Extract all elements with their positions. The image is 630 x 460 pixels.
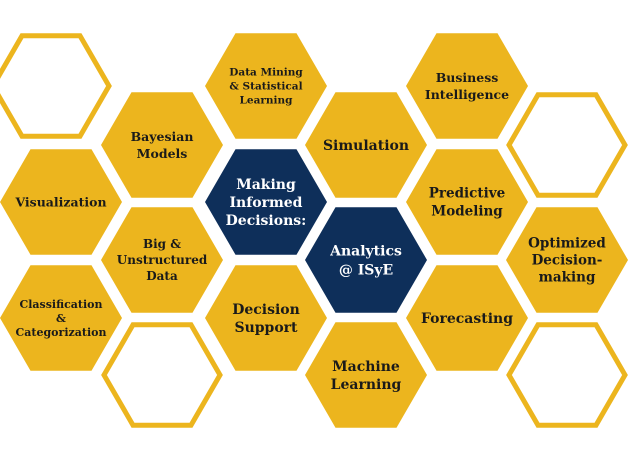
hexagon-shape xyxy=(101,207,223,313)
hexagon-shape xyxy=(406,33,528,139)
hex-label-line: making xyxy=(539,270,596,286)
hex-label-line: Big & xyxy=(143,237,181,251)
hex-label-line: Categorization xyxy=(16,326,107,339)
hex-empty-right-bottom xyxy=(506,322,628,428)
hex-label-line: Modeling xyxy=(431,204,503,220)
hex-label-line: Decisions: xyxy=(226,213,307,229)
hexagon-shape xyxy=(305,92,427,198)
hex-label-line: Visualization xyxy=(14,194,106,209)
hex-label-line: Decision- xyxy=(532,253,603,269)
hex-label: Classification&Categorization xyxy=(16,298,107,339)
hex-label-line: Decision xyxy=(232,302,300,318)
hexagon-shape xyxy=(0,33,112,139)
hex-label-line: Simulation xyxy=(323,138,409,154)
hexagon-shape xyxy=(101,322,223,428)
hexagon-shape xyxy=(205,265,327,371)
hexagon-shape xyxy=(506,207,628,313)
hex-label-line: Informed xyxy=(230,195,303,211)
hex-label: Analytics @ ISyE xyxy=(329,243,402,278)
hex-label-line: Models xyxy=(137,146,188,161)
hex-label-line: Learning xyxy=(240,95,294,107)
hex-empty-bottom-left xyxy=(101,322,223,428)
hexagon-shape xyxy=(406,149,528,255)
hexagon-shape xyxy=(305,322,427,428)
hex-label-line: Machine xyxy=(332,359,400,375)
hexagon-shape xyxy=(101,92,223,198)
hex-label-line: Bayesian xyxy=(131,129,194,144)
hex-label-line: Making xyxy=(236,177,296,193)
hexagon-shape xyxy=(305,207,427,313)
hex-simulation: Simulation xyxy=(305,92,427,198)
hex-label-line: Optimized xyxy=(528,236,606,252)
hexagon-shape xyxy=(0,149,122,255)
hex-analytics-isye: Analytics @ ISyE xyxy=(305,207,427,313)
hex-visualization: Visualization xyxy=(0,149,122,255)
hex-label-line: Data xyxy=(146,269,178,283)
hex-label-line: Classification xyxy=(19,298,102,311)
hexagon-shape xyxy=(205,149,327,255)
hex-label-line: Unstructured xyxy=(117,253,208,267)
hex-empty-right-top xyxy=(506,92,628,198)
hex-label-line: Learning xyxy=(331,377,402,393)
hex-forecasting: Forecasting xyxy=(406,265,528,371)
hex-label-line: & Statistical xyxy=(229,81,302,93)
hex-empty-top-left xyxy=(0,33,112,139)
hex-label: Visualization xyxy=(14,194,106,209)
hexagon-shape xyxy=(205,33,327,139)
hex-label-line: Intelligence xyxy=(425,87,509,102)
hex-label: Forecasting xyxy=(421,311,513,327)
hex-label-line: Support xyxy=(234,320,298,336)
hex-label: Simulation xyxy=(323,138,409,154)
hex-label-line: & xyxy=(56,312,66,325)
hex-label-line: Analytics xyxy=(329,243,402,259)
hex-label-line: Business xyxy=(436,70,499,85)
hexagon-shape xyxy=(0,265,122,371)
hex-classification-categorization: Classification&Categorization xyxy=(0,265,122,371)
hexagon-shape xyxy=(506,92,628,198)
hex-label-line: Predictive xyxy=(429,186,505,202)
hex-label-line: Data Mining xyxy=(229,67,303,79)
hex-label-line: Forecasting xyxy=(421,311,513,327)
hex-label-line: @ ISyE xyxy=(339,262,393,278)
hexagon-shape xyxy=(506,322,628,428)
hexagon-shape xyxy=(406,265,528,371)
